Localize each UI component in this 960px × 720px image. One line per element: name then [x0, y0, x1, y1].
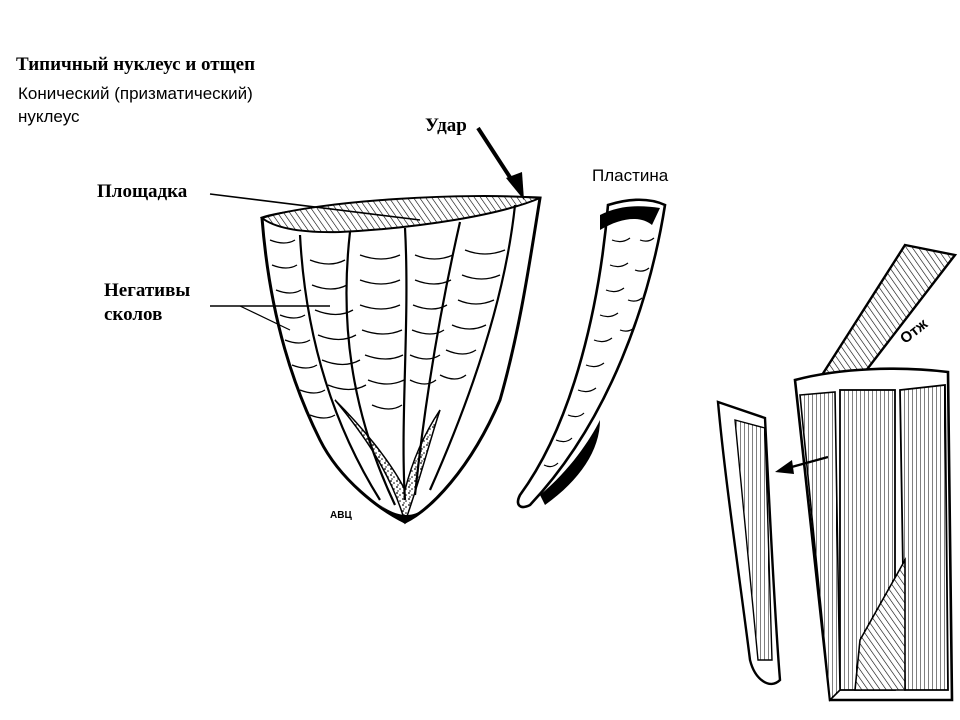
impact-arrow-head	[506, 172, 524, 200]
conical-core-drawing	[259, 195, 542, 525]
label-negativy-line-2: сколов	[104, 304, 163, 325]
label-plastina: Пластина	[592, 166, 669, 185]
subtitle-line-1: Конический (призматический)	[18, 84, 253, 103]
label-udar: Удар	[425, 115, 467, 136]
artist-signature: АВЦ	[330, 510, 352, 521]
label-negativy-line-1: Негативы	[104, 280, 191, 301]
callout-lines	[209, 126, 517, 331]
subtitle-line-2: нуклеус	[18, 107, 80, 126]
label-ploshadka: Площадка	[97, 181, 188, 202]
diagram-title: Типичный нуклеус и отщеп	[16, 54, 256, 75]
pressure-flaking-drawing	[716, 243, 958, 702]
blade-drawing	[516, 198, 667, 509]
